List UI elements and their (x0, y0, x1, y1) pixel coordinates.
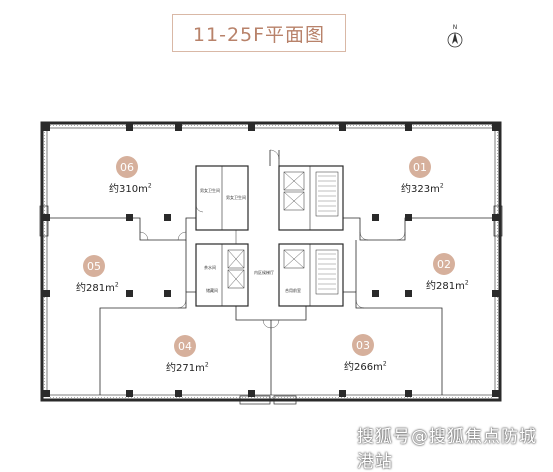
unit-badge-01: 01 (409, 156, 431, 178)
unit-badge-02: 02 (433, 253, 455, 275)
unit-area-06: 约310m2 (109, 182, 152, 195)
unit-area-05: 约281m2 (76, 281, 119, 294)
restroom-right-label: 男女卫生间 (226, 195, 246, 200)
restroom-left-label: 男女卫生间 (200, 188, 220, 193)
title-box: 11-25F平面图 (172, 14, 346, 52)
unit-area-03: 约266m2 (344, 360, 387, 373)
unit-area-01: 约323m2 (401, 182, 444, 195)
unit-badge-04: 04 (174, 335, 196, 357)
tea-room-label: 茶水间 (204, 265, 216, 270)
unit-area-04: 约271m2 (166, 361, 209, 374)
floor-plan-title: 11-25F平面图 (192, 23, 326, 46)
unit-badge-03: 03 (352, 334, 374, 356)
hall-label: 内区候梯厅 (254, 270, 274, 275)
unit-badge-05: 05 (83, 255, 105, 277)
unit-badge-06: 06 (116, 156, 138, 178)
north-arrow-icon: N (446, 22, 464, 50)
fire-room-label: 合用前室 (285, 288, 301, 293)
watermark: 搜狐号@搜狐焦点防城港站 (357, 427, 537, 472)
unit-area-02: 约281m2 (426, 279, 469, 292)
north-label: N (453, 24, 458, 31)
storage-label: 储藏间 (206, 288, 218, 293)
floor-plan (39, 121, 503, 405)
